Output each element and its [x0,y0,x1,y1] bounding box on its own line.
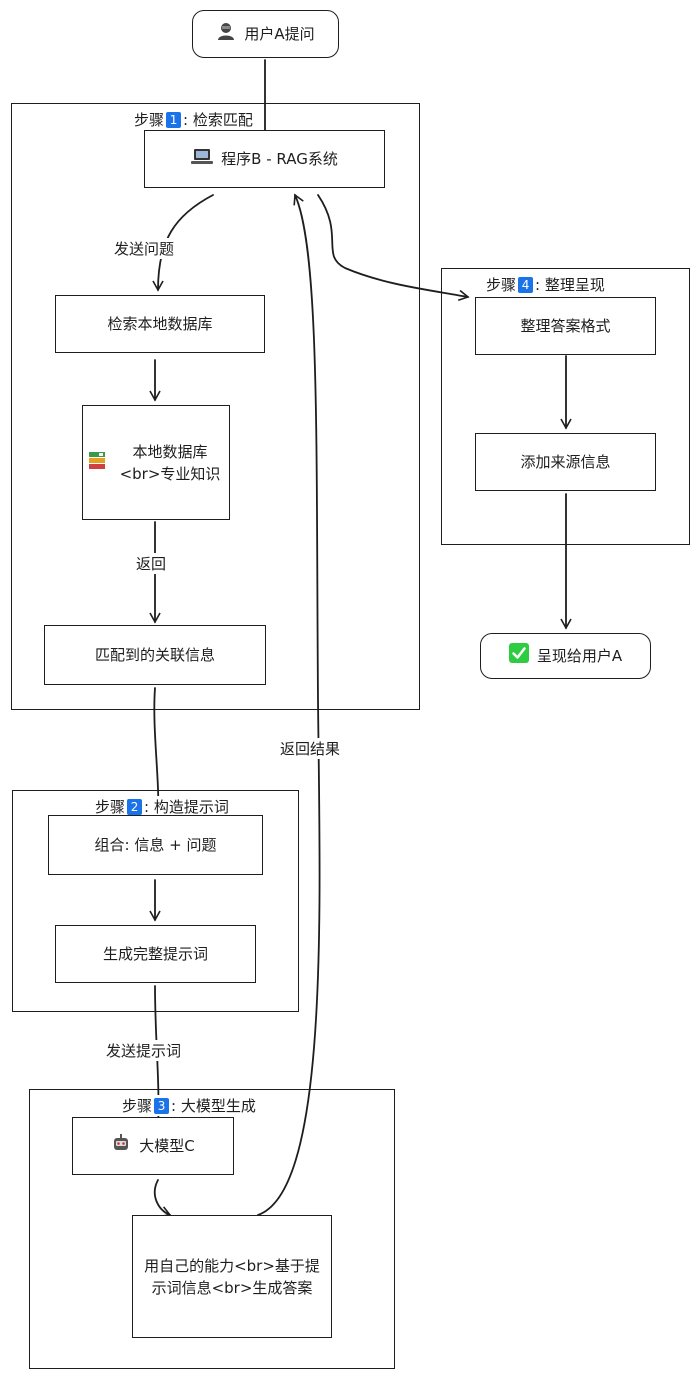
frame-title-prefix: 步骤 [122,1097,153,1115]
node-label: 匹配到的关联信息 [94,646,215,664]
node-label: 呈现给用户A [536,647,623,665]
node-local-db: 本地数据库<br>专业知识 [82,405,230,520]
node-label: 检索本地数据库 [107,315,213,333]
node-combine: 组合: 信息 + 问题 [48,815,263,875]
step-number-badge: 3 [154,1098,170,1114]
step-number-badge: 2 [127,799,143,815]
frame-title-text: : 整理呈现 [535,276,605,294]
edge-label-return-result: 返回结果 [278,738,343,759]
edge-rag-to-format [317,194,470,302]
frame-title-prefix: 步骤 [486,276,517,294]
node-label: 整理答案格式 [520,317,611,335]
user-icon [216,21,236,47]
step-number-badge: 4 [518,277,534,293]
node-label: 添加来源信息 [520,453,611,471]
edge-answer-to-rag [257,193,321,1216]
node-format: 整理答案格式 [475,297,656,355]
frame-title-text: : 构造提示词 [144,798,229,816]
node-llm: 大模型C [72,1117,234,1175]
node-label: 大模型C [139,1137,195,1155]
edge-label-send-prompt: 发送提示词 [104,1040,184,1061]
node-search-db: 检索本地数据库 [55,295,265,353]
edge-llm-to-answer [153,1179,172,1217]
node-matched-info: 匹配到的关联信息 [44,625,266,685]
node-user-ask: 用户A提问 [192,10,339,58]
books-icon [87,450,107,476]
node-llm-answer: 用自己的能力<br>基于提示词信息<br>生成答案 [132,1215,332,1338]
node-label: 用自己的能力<br>基于提示词信息<br>生成答案 [144,1256,320,1297]
node-label: 程序B - RAG系统 [221,150,338,168]
node-rag-system: 程序B - RAG系统 [144,130,385,188]
node-label: 本地数据库<br>专业知识 [119,442,221,483]
edge-label-send-question: 发送问题 [112,238,177,259]
node-gen-prompt: 生成完整提示词 [55,925,256,983]
frame-title-text: : 大模型生成 [171,1097,256,1115]
robot-icon [111,1133,131,1159]
frame-title-text: : 检索匹配 [183,111,253,129]
frame-title-prefix: 步骤 [134,111,165,129]
edge-rag-to-search [152,194,214,292]
node-add-source: 添加来源信息 [475,433,656,491]
node-label: 用户A提问 [244,25,315,43]
frame-title-prefix: 步骤 [95,798,126,816]
edge-label-return: 返回 [134,553,169,574]
node-present: 呈现给用户A [480,633,651,679]
laptop-icon [191,147,214,171]
node-label: 生成完整提示词 [102,945,208,963]
step-number-badge: 1 [166,112,182,128]
node-label: 组合: 信息 + 问题 [94,836,217,854]
check-icon [508,643,529,669]
